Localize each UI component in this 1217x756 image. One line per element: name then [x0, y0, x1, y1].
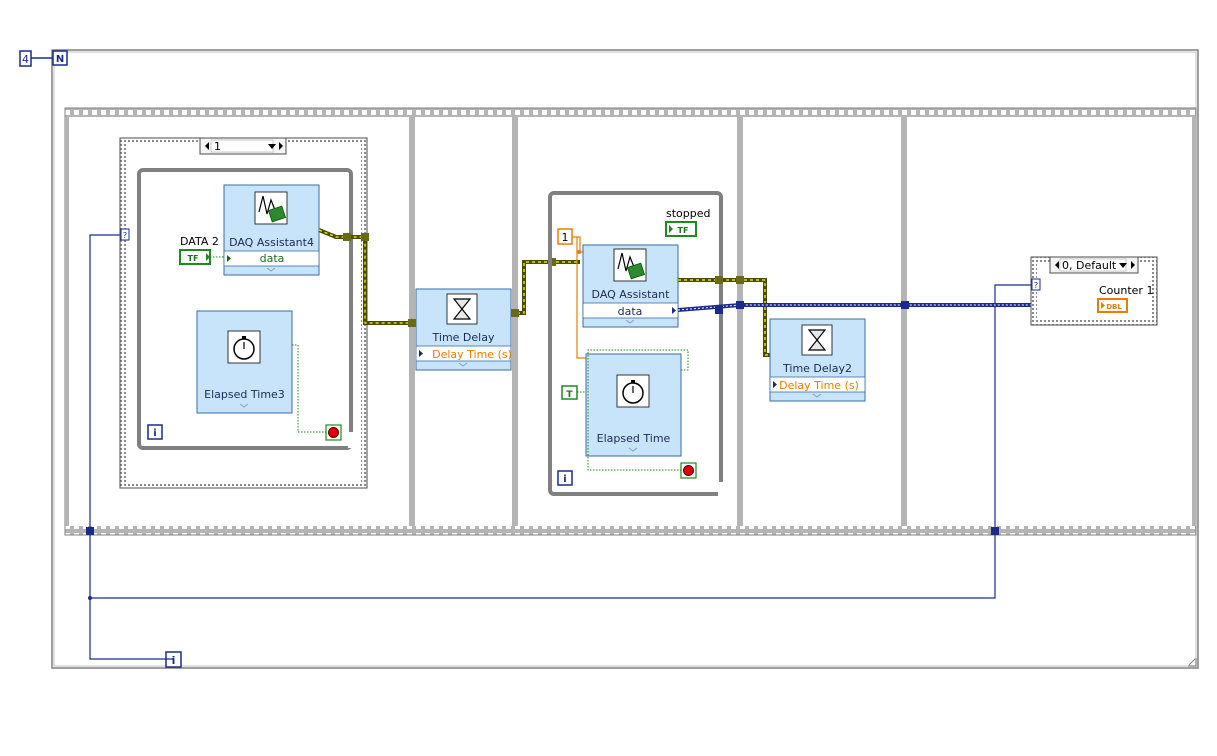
numeric-constant-1-value: 1	[562, 231, 569, 244]
daq-assistant-block[interactable]: DAQ Assistant data	[582, 244, 679, 328]
case-prev-icon[interactable]	[205, 142, 209, 150]
counter1-indicator[interactable]: Counter 1 DBL	[1097, 284, 1153, 313]
bool-constant-label: T	[566, 390, 573, 400]
stop-wire	[587, 349, 689, 471]
case-selector-1[interactable]: 1	[199, 137, 287, 155]
dynamic-wire-frame3	[678, 276, 773, 357]
case-selector-1-value: 1	[214, 140, 221, 153]
sequence-bottom-film-strip	[65, 526, 1196, 535]
daq-assistant4-block[interactable]: DAQ Assistant4 data	[223, 184, 320, 276]
for-loop-iteration-label: i	[172, 654, 176, 667]
case-next-icon[interactable]	[1131, 261, 1135, 269]
while-loop-2-iteration-label: i	[563, 474, 566, 485]
dynamic-wire-frame2	[511, 258, 580, 317]
case-selector-2-value: 0, Default	[1062, 259, 1117, 272]
stop-wire	[292, 344, 326, 433]
stop-terminal-2[interactable]	[680, 462, 697, 479]
loop-count-constant-value: 4	[22, 53, 29, 66]
numeric-constant-1[interactable]: 1	[557, 228, 573, 245]
case-condition-terminal-2[interactable]: ?	[1031, 278, 1041, 291]
daq-assistant4-title: DAQ Assistant4	[229, 236, 314, 249]
while-loop-1-iteration-terminal: i	[147, 424, 163, 440]
data2-label: DATA 2	[180, 235, 219, 248]
case-condition-terminal-1[interactable]: ?	[120, 228, 130, 241]
elapsed-time-block[interactable]: Elapsed Time	[585, 353, 682, 457]
loop-count-terminal-label: N	[56, 54, 64, 65]
time-delay-title: Time Delay	[432, 331, 495, 344]
bool-constant-true[interactable]: T	[561, 385, 578, 400]
for-loop-iteration-terminal: i	[165, 651, 182, 668]
data2-type-tag: TF	[188, 254, 199, 263]
counter1-type-tag: DBL	[1106, 303, 1122, 311]
time-delay-block[interactable]: Time Delay Delay Time (s)	[415, 288, 512, 371]
time-delay2-block[interactable]: Time Delay2 Delay Time (s)	[769, 318, 866, 402]
while-loop-2[interactable]	[548, 191, 724, 496]
case-prev-icon[interactable]	[1055, 261, 1059, 269]
elapsed-time3-title: Elapsed Time3	[204, 388, 285, 401]
case-next-icon[interactable]	[279, 142, 283, 150]
while-loop-2-iteration-terminal: i	[557, 470, 573, 486]
elapsed-time-title: Elapsed Time	[597, 432, 671, 445]
iteration-wires	[86, 234, 1033, 660]
dynamic-wire-frame1	[318, 228, 416, 327]
time-delay-port[interactable]: Delay Time (s)	[432, 348, 512, 361]
stopped-type-tag: TF	[678, 226, 689, 235]
frame-divider	[737, 117, 743, 526]
daq-assistant4-data-port[interactable]: data	[260, 252, 285, 265]
sequence-top-film-strip	[65, 108, 1196, 117]
loop-count-terminal[interactable]: N	[52, 50, 68, 66]
stop-button-icon	[328, 427, 339, 438]
orange-wire	[576, 237, 588, 359]
time-delay2-port[interactable]: Delay Time (s)	[779, 379, 859, 392]
daq-assistant-title: DAQ Assistant	[592, 288, 671, 301]
case-selector-2[interactable]: 0, Default	[1049, 256, 1139, 274]
case-dropdown-icon[interactable]	[1119, 263, 1127, 268]
stop-terminal-1[interactable]	[325, 424, 342, 441]
case-dropdown-icon[interactable]	[268, 144, 276, 149]
stopped-indicator[interactable]: stopped TF	[665, 207, 711, 237]
time-delay2-title: Time Delay2	[782, 362, 852, 375]
counter1-label: Counter 1	[1099, 284, 1153, 297]
stop-button-icon	[683, 465, 694, 476]
while-loop-1[interactable]	[137, 168, 354, 450]
loop-count-constant[interactable]: 4	[19, 50, 32, 67]
frame-divider	[901, 117, 907, 526]
condition-terminal-1-label: ?	[123, 231, 127, 240]
daq-assistant-data-port[interactable]: data	[618, 305, 643, 318]
frame-divider	[512, 117, 518, 526]
condition-terminal-2-label: ?	[1034, 281, 1038, 290]
stopped-label: stopped	[666, 207, 711, 220]
elapsed-time3-block[interactable]: Elapsed Time3	[196, 310, 293, 414]
while-loop-1-iteration-label: i	[153, 428, 156, 439]
